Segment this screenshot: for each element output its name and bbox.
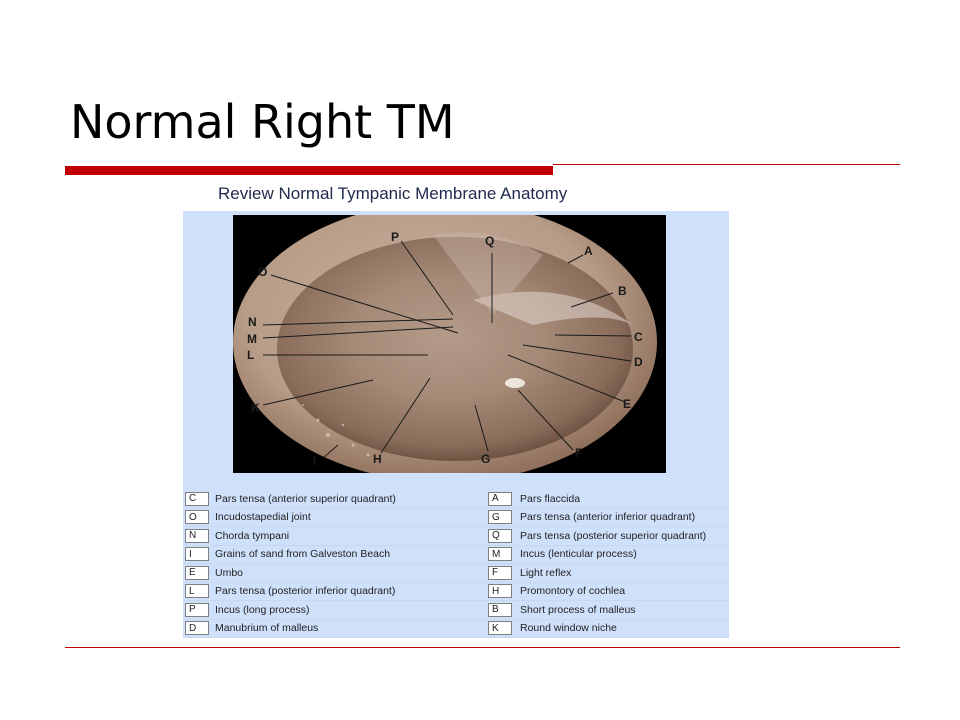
- legend-label: Light reflex: [520, 566, 572, 579]
- legend-row: L Pars tensa (posterior inferior quadrant…: [183, 583, 729, 601]
- legend-letter-field[interactable]: Q: [488, 528, 512, 543]
- callout-label: Q: [485, 234, 494, 248]
- anatomy-legend-table: C Pars tensa (anterior superior quadrant)…: [183, 490, 729, 638]
- membrane-disc: [277, 237, 633, 461]
- legend-label: Pars tensa (posterior inferior quadrant): [215, 585, 396, 597]
- legend-letter-field[interactable]: K: [488, 621, 512, 635]
- legend-label: Manubrium of malleus: [215, 622, 319, 634]
- figure-heading: Review Normal Tympanic Membrane Anatomy: [218, 184, 568, 203]
- legend-label: Incus (lenticular process): [520, 548, 637, 560]
- title-divider-line: [553, 164, 900, 165]
- callout-label: N: [248, 315, 257, 329]
- legend-label: Promontory of cochlea: [520, 585, 626, 597]
- legend-row: P Incus (long process) B Short process of m…: [183, 601, 729, 620]
- legend-letter-field[interactable]: H: [488, 584, 512, 598]
- callout-labels: P Q A O B N M L C D E K F I H G: [247, 230, 643, 468]
- legend-letter-field[interactable]: G: [488, 510, 512, 524]
- legend-label: Pars tensa (posterior superior quadrant): [520, 529, 707, 542]
- legend-letter-field[interactable]: F: [488, 565, 512, 580]
- legend-label: Incus (long process): [215, 603, 310, 616]
- title-accent-bar: [65, 166, 553, 175]
- otoscope-photo: P Q A O B N M L C D E K F I H G: [233, 215, 666, 473]
- legend-letter-field[interactable]: E: [185, 565, 209, 580]
- callout-label: L: [247, 348, 254, 362]
- legend-letter-field[interactable]: D: [185, 621, 209, 635]
- legend-letter-field[interactable]: A: [488, 491, 512, 506]
- legend-letter-field[interactable]: M: [488, 547, 512, 561]
- legend-label: Umbo: [215, 566, 244, 579]
- legend-letter-field[interactable]: C: [185, 491, 209, 506]
- callout-label: B: [618, 284, 627, 298]
- slide-title: Normal Right TM: [70, 95, 455, 149]
- callout-label: O: [258, 265, 267, 279]
- callout-label: H: [373, 452, 382, 466]
- legend-label: Chorda tympani: [215, 529, 290, 542]
- legend-label: Pars tensa (anterior inferior quadrant): [520, 511, 696, 523]
- callout-label: P: [391, 230, 399, 244]
- light-reflex-spot: [505, 378, 525, 388]
- legend-letter-field[interactable]: I: [185, 547, 209, 561]
- callout-label: K: [251, 401, 260, 415]
- legend-letter-field[interactable]: L: [185, 584, 209, 598]
- legend-letter-field[interactable]: O: [185, 510, 209, 524]
- legend-label: Round window niche: [520, 622, 617, 634]
- legend-letter-field[interactable]: B: [488, 602, 512, 617]
- legend-row: D Manubrium of malleus K Round window niche: [183, 620, 729, 638]
- legend-label: Pars tensa (anterior superior quadrant): [215, 492, 396, 505]
- callout-label: F: [575, 446, 582, 460]
- callout-label: E: [623, 397, 631, 411]
- callout-label: C: [634, 330, 643, 344]
- legend-row: C Pars tensa (anterior superior quadrant)…: [183, 490, 729, 509]
- legend-row: O Incudostapedial joint G Pars tensa (anter…: [183, 509, 729, 527]
- legend-label: Incudostapedial joint: [215, 511, 311, 523]
- legend-row: I Grains of sand from Galveston Beach M Inc…: [183, 546, 729, 564]
- legend-label: Pars flaccida: [520, 492, 581, 505]
- callout-label: G: [481, 452, 490, 466]
- tympanic-membrane-image: P Q A O B N M L C D E K F I H G: [233, 215, 666, 473]
- legend-label: Grains of sand from Galveston Beach: [215, 548, 391, 560]
- callout-label: M: [247, 332, 257, 346]
- legend-row: N Chorda tympani Q Pars tensa (posterior su…: [183, 527, 729, 546]
- callout-leader-lines: [262, 240, 632, 459]
- legend-letter-field[interactable]: N: [185, 528, 209, 543]
- legend-letter-field[interactable]: P: [185, 602, 209, 617]
- callout-label: A: [584, 244, 593, 258]
- legend-row: E Umbo F Light reflex: [183, 564, 729, 583]
- callout-label: D: [634, 355, 643, 369]
- callout-label: I: [313, 454, 316, 468]
- footer-divider-line: [65, 647, 900, 648]
- legend-label: Short process of malleus: [520, 603, 636, 616]
